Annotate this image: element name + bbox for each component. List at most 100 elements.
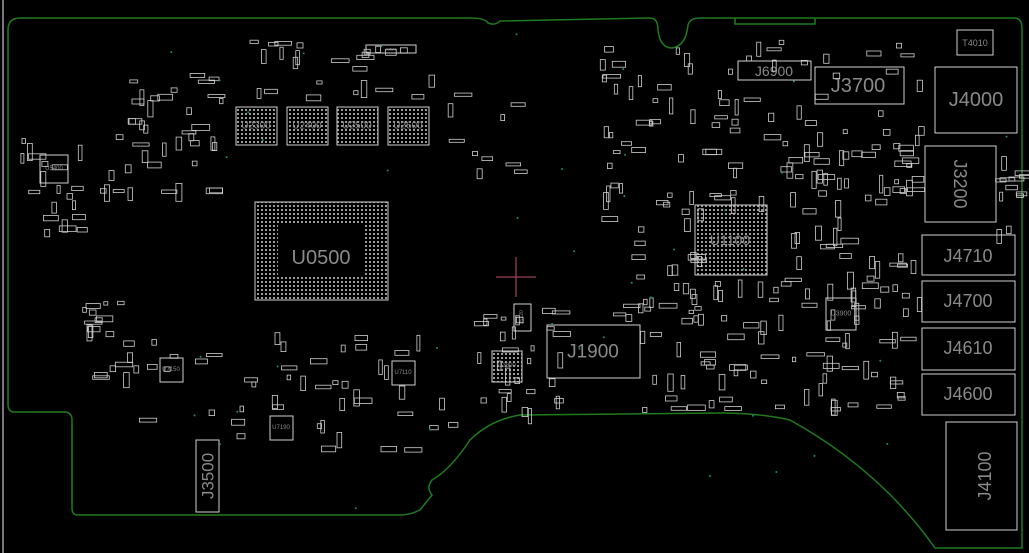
smd-component[interactable] — [879, 339, 896, 344]
smd-component[interactable] — [380, 445, 397, 453]
smd-component[interactable] — [778, 314, 784, 332]
smd-component[interactable] — [782, 141, 789, 147]
smd-component[interactable] — [885, 68, 899, 75]
smd-component[interactable] — [657, 84, 672, 91]
smd-component[interactable] — [714, 195, 732, 201]
transformer-t4010[interactable]: T4010 — [956, 29, 994, 56]
smd-component[interactable] — [447, 103, 454, 118]
smd-component[interactable] — [903, 308, 909, 317]
smd-component[interactable] — [721, 315, 728, 322]
connector-j4710[interactable]: J4710 — [921, 234, 1016, 276]
smd-component[interactable] — [27, 142, 33, 161]
smd-component[interactable] — [889, 262, 907, 267]
smd-component[interactable] — [191, 160, 198, 167]
smd-component[interactable] — [826, 320, 831, 331]
smd-component[interactable] — [280, 341, 287, 352]
smd-component[interactable] — [147, 100, 154, 118]
smd-component[interactable] — [772, 59, 777, 72]
smd-component[interactable] — [675, 47, 680, 55]
smd-component[interactable] — [840, 237, 859, 245]
smd-component[interactable] — [628, 86, 634, 100]
smd-component[interactable] — [786, 162, 794, 179]
smd-component[interactable] — [625, 314, 633, 322]
smd-component[interactable] — [690, 252, 697, 259]
smd-component[interactable] — [501, 396, 507, 413]
chip-u0500[interactable]: U0500 — [254, 201, 389, 301]
smd-component[interactable] — [613, 312, 627, 317]
smd-component[interactable] — [394, 350, 410, 356]
smd-component[interactable] — [676, 342, 681, 358]
connector-j4000[interactable]: J4000 — [934, 66, 1018, 134]
connector-j3700[interactable]: J3700 — [814, 66, 905, 105]
smd-component[interactable] — [842, 342, 848, 348]
smd-component[interactable] — [330, 58, 350, 63]
smd-component[interactable] — [206, 353, 223, 357]
smd-component[interactable] — [995, 178, 1007, 183]
smd-component[interactable] — [681, 317, 693, 325]
smd-component[interactable] — [704, 359, 716, 366]
smd-component[interactable] — [847, 271, 854, 290]
smd-component[interactable] — [496, 360, 502, 371]
smd-component[interactable] — [693, 315, 699, 323]
smd-component[interactable] — [601, 74, 607, 83]
smd-component[interactable] — [690, 258, 707, 264]
smd-component[interactable] — [889, 380, 904, 385]
smd-component[interactable] — [399, 47, 408, 54]
smd-component[interactable] — [719, 99, 730, 106]
smd-component[interactable] — [794, 232, 800, 244]
smd-component[interactable] — [773, 286, 779, 294]
smd-component[interactable] — [87, 326, 101, 333]
smd-component[interactable] — [268, 42, 279, 47]
smd-component[interactable] — [778, 39, 785, 45]
smd-component[interactable] — [96, 315, 114, 323]
smd-component[interactable] — [817, 132, 824, 147]
smd-component[interactable] — [511, 326, 516, 340]
smd-component[interactable] — [827, 283, 834, 301]
smd-component[interactable] — [71, 185, 84, 192]
smd-component[interactable] — [854, 302, 860, 321]
chip-u2500[interactable]: U2500 — [336, 106, 379, 146]
smd-component[interactable] — [900, 336, 917, 342]
smd-component[interactable] — [673, 283, 680, 292]
smd-component[interactable] — [892, 284, 898, 292]
smd-component[interactable] — [398, 385, 406, 400]
smd-component[interactable] — [292, 56, 299, 70]
smd-component[interactable] — [131, 98, 145, 105]
smd-component[interactable] — [546, 326, 555, 331]
smd-component[interactable] — [619, 183, 624, 194]
smd-component[interactable] — [814, 93, 829, 100]
smd-component[interactable] — [688, 309, 694, 314]
smd-component[interactable] — [124, 164, 132, 174]
smd-component[interactable] — [681, 208, 690, 215]
smd-component[interactable] — [127, 118, 136, 125]
smd-component[interactable] — [603, 126, 610, 139]
smd-component[interactable] — [1015, 191, 1028, 197]
smd-component[interactable] — [510, 102, 526, 107]
smd-component[interactable] — [601, 216, 619, 223]
smd-component[interactable] — [40, 171, 47, 187]
smd-component[interactable] — [898, 253, 904, 263]
smd-component[interactable] — [236, 433, 246, 440]
smd-component[interactable] — [139, 89, 145, 106]
smd-component[interactable] — [835, 200, 842, 218]
smd-component[interactable] — [51, 201, 57, 214]
smd-component[interactable] — [713, 285, 718, 301]
smd-component[interactable] — [1019, 174, 1029, 179]
smd-component[interactable] — [733, 167, 737, 179]
smd-component[interactable] — [880, 286, 890, 293]
smd-component[interactable] — [356, 54, 375, 60]
smd-component[interactable] — [718, 289, 723, 302]
smd-component[interactable] — [822, 362, 840, 369]
smd-component[interactable] — [733, 364, 748, 371]
smd-component[interactable] — [105, 331, 115, 338]
smd-component[interactable] — [208, 76, 220, 82]
smd-component[interactable] — [613, 83, 619, 95]
smd-component[interactable] — [474, 320, 489, 327]
smd-component[interactable] — [640, 330, 646, 344]
smd-component[interactable] — [892, 331, 898, 349]
connector-j4700[interactable]: J4700 — [921, 280, 1016, 323]
smd-component[interactable] — [818, 190, 827, 197]
smd-component[interactable] — [839, 253, 852, 259]
smd-component[interactable] — [271, 394, 278, 409]
smd-component[interactable] — [758, 331, 765, 345]
